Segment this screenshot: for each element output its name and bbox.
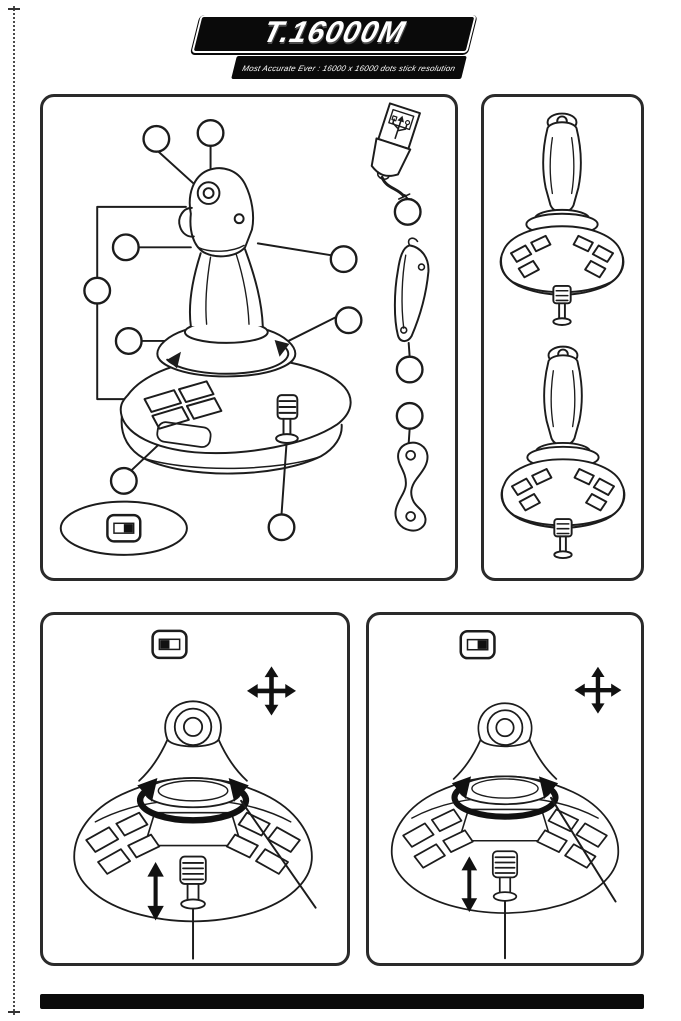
hand-select-switch-icon: [106, 513, 142, 543]
bottom-right-diagram: [369, 629, 641, 960]
callout: [109, 466, 138, 495]
callout: [142, 124, 171, 153]
hand-select-switch-icon: [459, 629, 496, 660]
bottom-right-config-panel: [366, 612, 644, 966]
logo-banner: T.16000M: [191, 15, 477, 53]
throttle-lever: [275, 394, 299, 444]
callout: [334, 306, 363, 335]
side-button: [233, 213, 245, 225]
callout: [83, 276, 112, 305]
logo-tagline: Most Accurate Ever : 16000 x 16000 dots …: [241, 64, 457, 73]
t16000m-logo: T.16000M Most Accurate Ever : 16000 x 16…: [191, 15, 477, 79]
joystick-base-front-view: [74, 701, 312, 921]
logo-tagline-strip: Most Accurate Ever : 16000 x 16000 dots …: [231, 56, 467, 79]
logo-title: T.16000M: [259, 16, 409, 49]
curved-key-part-icon: [394, 441, 429, 532]
four-way-arrows-icon: [574, 667, 621, 714]
callout: [329, 245, 358, 274]
callout: [267, 513, 296, 542]
left-handed-joystick-view: [500, 345, 626, 560]
hand-select-switch-icon: [151, 629, 188, 660]
footer-bar: [40, 994, 644, 1009]
overview-panel: [40, 94, 458, 581]
four-way-arrows-icon: [247, 666, 296, 715]
hat-button: [196, 181, 221, 205]
callout: [196, 118, 225, 147]
usb-cable: [380, 175, 406, 198]
feature-leader-lines: [504, 796, 617, 960]
twist-rotation-arrow-icon: [166, 339, 290, 375]
trigger: [178, 206, 195, 238]
crop-mark-top: [8, 8, 20, 10]
palm-rest-part-icon: [393, 237, 430, 343]
hand-variants-diagram: [499, 112, 626, 560]
callout: [114, 326, 143, 355]
callout: [395, 355, 424, 384]
callout-circles: [83, 118, 424, 542]
overview-diagram: [59, 102, 430, 556]
right-handed-joystick-view: [499, 112, 625, 326]
hand-switch-highlight: [59, 500, 188, 556]
callout: [393, 197, 422, 226]
feature-leader-lines: [192, 799, 317, 960]
bottom-left-diagram: [43, 629, 317, 960]
binding-dotted-line: [13, 6, 15, 1015]
crop-mark-bottom: [8, 1011, 20, 1013]
joystick-side-view: [119, 167, 352, 475]
joystick-base-front-view: [392, 703, 619, 913]
bottom-left-config-panel: [40, 612, 350, 966]
callout: [111, 233, 140, 262]
callout: [395, 401, 424, 430]
usb-plug-icon: [370, 102, 421, 205]
hand-variants-panel: [481, 94, 644, 581]
